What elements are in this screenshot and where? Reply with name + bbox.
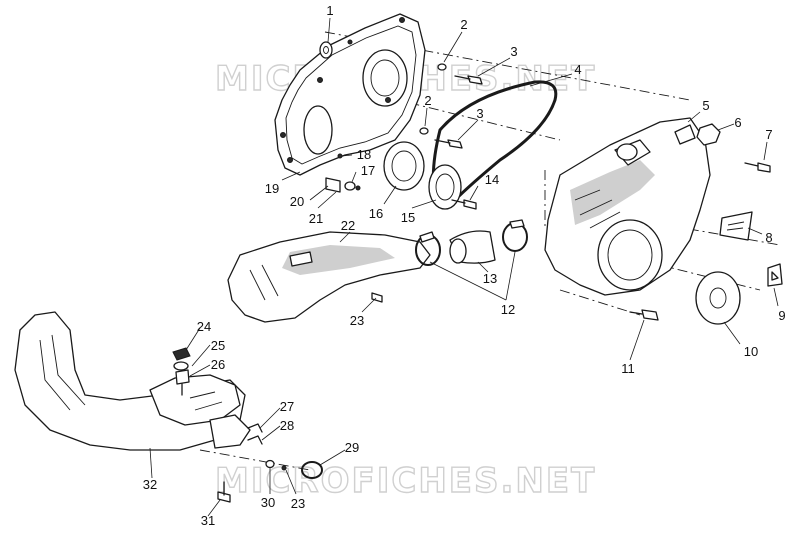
callout-12: 12 — [501, 302, 515, 317]
clips — [247, 423, 263, 445]
lower-air-duct — [14, 311, 251, 451]
callout-31: 31 — [201, 513, 215, 528]
callout-28: 28 — [280, 418, 294, 433]
callout-22: 22 — [341, 218, 355, 233]
hose-and-clamps — [415, 219, 528, 266]
callout-3b: 3 — [476, 106, 483, 121]
callout-25: 25 — [211, 338, 225, 353]
callout-20: 20 — [290, 194, 304, 209]
callout-26: 26 — [211, 357, 225, 372]
callout-30: 30 — [261, 495, 275, 510]
callout-3a: 3 — [510, 44, 517, 59]
callout-2a: 2 — [460, 17, 467, 32]
hardware-upper — [319, 41, 483, 210]
callout-labels: 1 2 3 4 5 6 7 2 3 18 17 19 20 21 16 15 1… — [143, 3, 786, 528]
bearing-plate-15 — [428, 164, 462, 210]
intake-duct — [227, 231, 431, 323]
outer-clutch-cover — [544, 117, 711, 296]
callout-19: 19 — [265, 181, 279, 196]
callout-32: 32 — [143, 477, 157, 492]
callout-11: 11 — [621, 361, 635, 376]
callout-6: 6 — [734, 115, 741, 130]
breather-parts — [172, 347, 191, 396]
callout-18: 18 — [357, 147, 371, 162]
callout-5: 5 — [702, 98, 709, 113]
hardware-lower — [217, 459, 323, 503]
callout-1: 1 — [326, 3, 333, 18]
leader-lines — [149, 17, 779, 517]
callout-8: 8 — [765, 230, 772, 245]
callout-16: 16 — [369, 206, 383, 221]
callout-24: 24 — [197, 319, 211, 334]
callout-17: 17 — [361, 163, 375, 178]
hardware-right — [696, 123, 771, 173]
callout-4: 4 — [574, 62, 581, 77]
watermark-bottom: MICROFICHES.NET — [215, 461, 596, 501]
callout-21: 21 — [309, 211, 323, 226]
gasket-ring — [695, 271, 741, 325]
callout-23b: 23 — [291, 496, 305, 511]
callout-7: 7 — [765, 127, 772, 142]
callout-9: 9 — [778, 308, 785, 323]
inner-clutch-cover — [274, 13, 426, 176]
callout-29: 29 — [345, 440, 359, 455]
callout-10: 10 — [744, 344, 758, 359]
screw-11 — [629, 309, 659, 321]
callout-2b: 2 — [424, 93, 431, 108]
decals — [719, 211, 783, 287]
callout-27: 27 — [280, 399, 294, 414]
callout-15: 15 — [401, 210, 415, 225]
callout-13: 13 — [483, 271, 497, 286]
callout-14: 14 — [485, 172, 499, 187]
callout-23a: 23 — [350, 313, 364, 328]
seal-16 — [383, 141, 425, 191]
